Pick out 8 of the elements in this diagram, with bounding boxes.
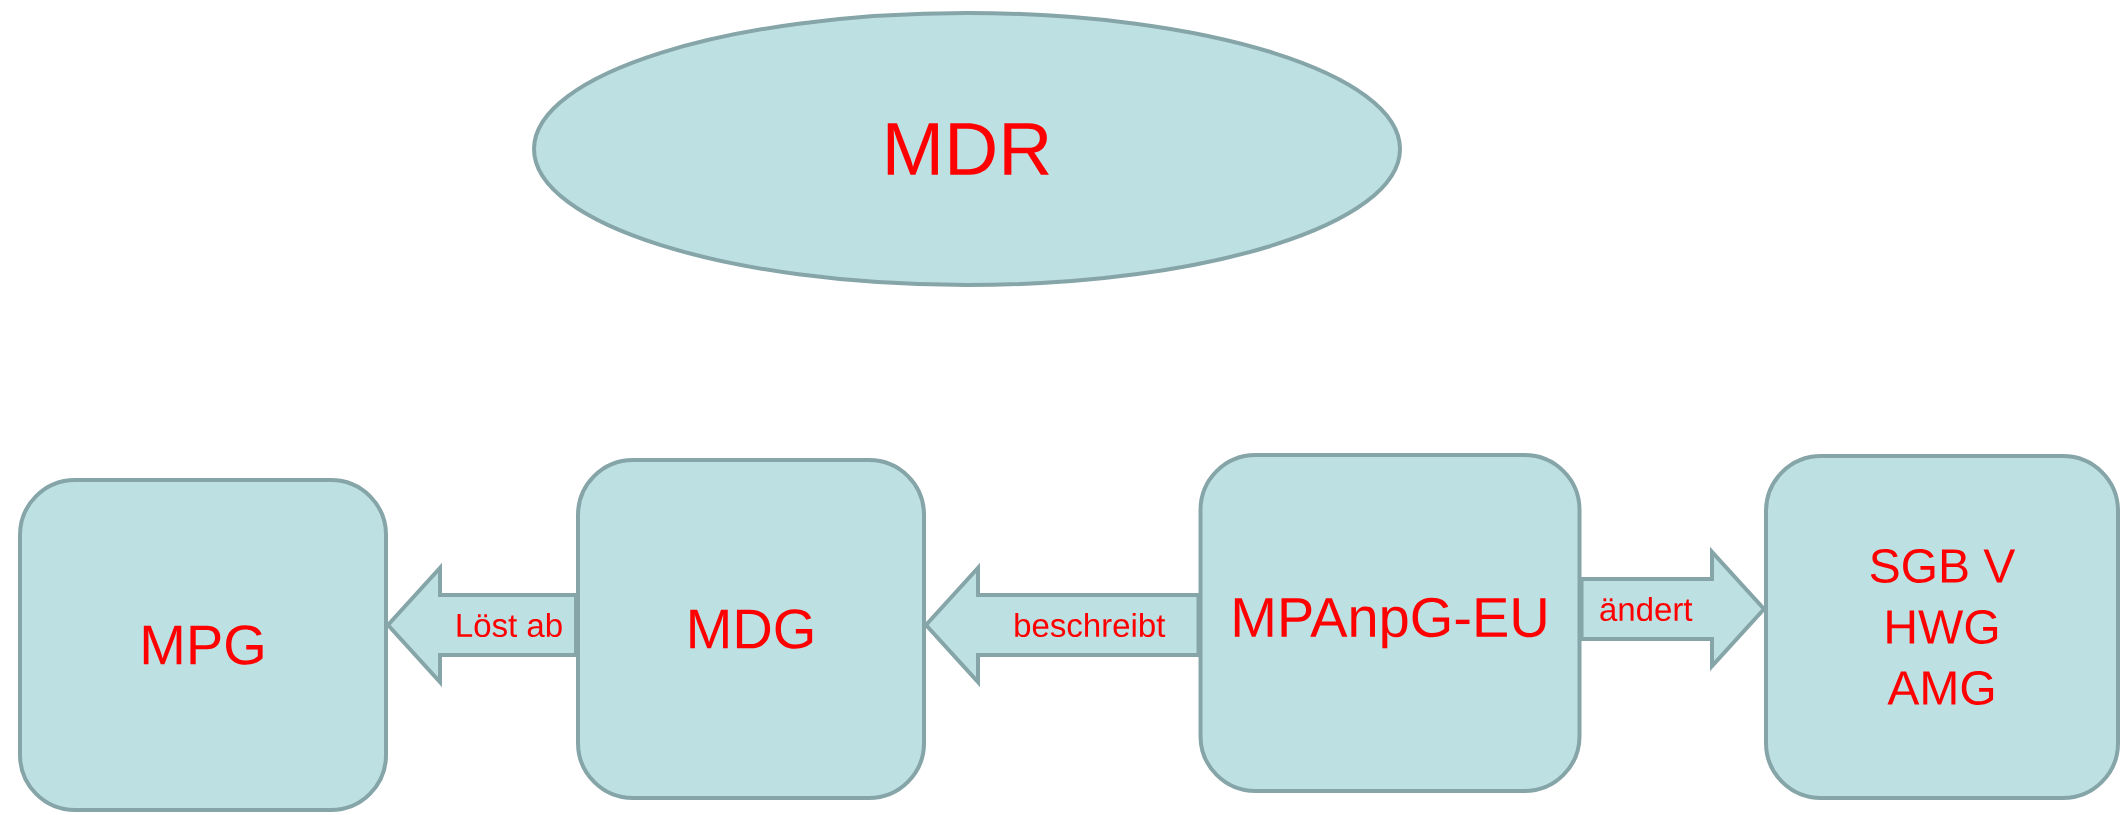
rounded-box: MDG [576,458,926,800]
rounded-box: MPG [18,478,388,812]
edge-label: ändert [1597,594,1695,624]
rounded-box: MPAnpG-EU [1198,453,1582,793]
ellipse-node: MDR [532,11,1402,287]
edge-label: beschreibt [1011,610,1168,640]
edge-label: Löst ab [452,610,566,640]
rounded-box: SGB V HWG AMG [1764,454,2120,800]
